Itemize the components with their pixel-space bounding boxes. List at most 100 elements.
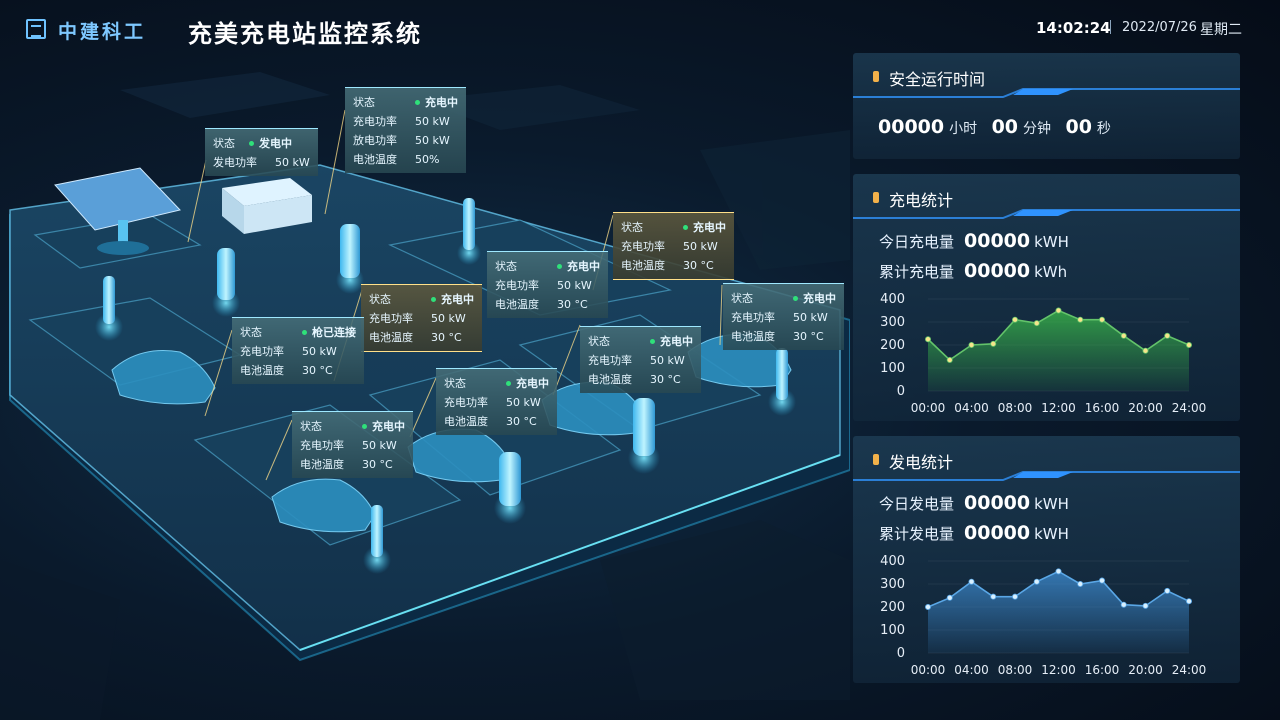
data-point [925,604,932,611]
x-tick-label: 08:00 [998,663,1033,677]
y-tick-label: 300 [880,315,905,330]
data-point [1120,332,1127,339]
company-logo-icon [26,19,46,39]
x-tick-label: 12:00 [1041,401,1076,415]
series-area [928,571,1189,653]
x-tick-label: 20:00 [1128,663,1163,677]
page-title: 充美充电站监控系统 [188,20,422,48]
status-dot-icon [557,264,562,269]
data-point [1185,342,1192,349]
data-point [1164,587,1171,594]
x-tick-label: 00:00 [911,663,946,677]
data-point [990,593,997,600]
y-tick-label: 100 [880,623,905,638]
runtime-panel-header: 安全运行时间 [853,63,1240,98]
x-tick-label: 12:00 [1041,663,1076,677]
clock-date: 2022/07/26 [1122,20,1197,35]
x-tick-label: 24:00 [1172,663,1207,677]
company-name: 中建科工 [58,21,147,43]
y-tick-label: 200 [880,338,905,353]
data-point [1098,577,1105,584]
charging-title: 充电统计 [889,191,954,210]
x-tick-label: 08:00 [998,401,1033,415]
runtime-seconds: 00 [1065,116,1092,138]
y-tick-label: 100 [880,361,905,376]
x-tick-label: 20:00 [1128,401,1163,415]
data-point [946,594,953,601]
status-dot-icon [249,141,254,146]
solar-panel [54,167,181,255]
data-point [1142,347,1149,354]
battery-icon [873,192,879,203]
status-dot-icon [431,297,436,302]
data-point [1011,316,1018,323]
clock-weekday: 星期二 [1200,22,1242,38]
data-point [1055,307,1062,314]
y-tick-label: 300 [880,577,905,592]
header: 中建科工 充美充电站监控系统 14:02:24 2022/07/26 星期二 [0,0,1280,56]
x-tick-label: 16:00 [1085,663,1120,677]
data-point [1077,316,1084,323]
header-underline [853,88,1240,98]
charging-piles [95,198,796,574]
header-underline [853,209,1240,219]
y-tick-label: 0 [897,646,905,661]
battery-icon [873,71,879,82]
data-point [990,340,997,347]
data-point [1055,568,1062,575]
data-point [1011,593,1018,600]
y-tick-label: 200 [880,600,905,615]
x-tick-label: 24:00 [1172,401,1207,415]
storage-cabinet [222,178,312,234]
header-underline [853,471,1240,481]
y-tick-label: 0 [897,384,905,399]
header-divider [1110,20,1111,34]
charging-panel-header: 充电统计 [853,184,1240,219]
data-point [1185,598,1192,605]
generation-panel-header: 发电统计 [853,446,1240,481]
status-dot-icon [506,381,511,386]
data-point [1033,578,1040,585]
data-point [1164,332,1171,339]
runtime-minutes: 00 [991,116,1019,138]
y-tick-label: 400 [880,292,905,307]
data-point [1033,320,1040,327]
data-point [1120,601,1127,608]
status-dot-icon [415,100,420,105]
status-dot-icon [683,225,688,230]
data-point [1142,602,1149,609]
city-blocks [0,72,850,720]
generation-title: 发电统计 [889,453,954,472]
status-dot-icon [362,424,367,429]
data-point [1098,316,1105,323]
data-point [1077,580,1084,587]
data-point [946,356,953,363]
status-dot-icon [793,296,798,301]
data-point [968,342,975,349]
battery-icon [873,454,879,465]
data-point [925,336,932,343]
x-tick-label: 04:00 [954,401,989,415]
x-tick-label: 00:00 [911,401,946,415]
y-tick-label: 400 [880,554,905,569]
runtime-hours: 00000 [878,116,945,138]
runtime-title: 安全运行时间 [889,70,986,89]
